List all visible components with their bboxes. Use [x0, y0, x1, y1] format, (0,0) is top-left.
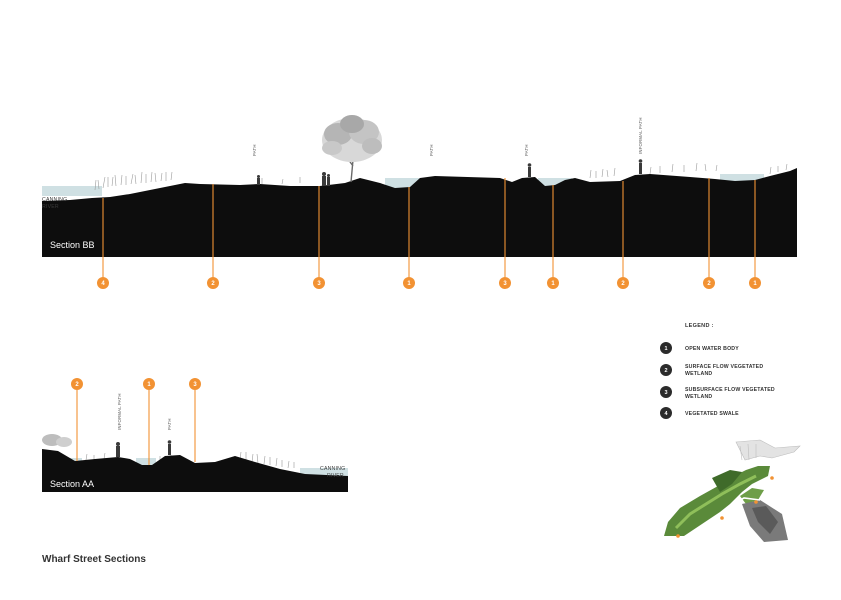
legend-badge-number: 2	[664, 368, 667, 374]
water-body	[538, 178, 572, 188]
legend-item-label: WETLAND	[685, 394, 712, 400]
marker-circle	[71, 378, 83, 390]
river-label-line2: RIVER	[42, 204, 59, 210]
site-key-plan-icon	[664, 439, 801, 542]
river-water	[300, 468, 348, 476]
marker-circle	[547, 277, 559, 289]
marker-number: 1	[147, 382, 151, 388]
legend-badge	[660, 342, 672, 354]
legend: LEGEND : 1 OPEN WATER BODY 2 SURFACE FLO…	[660, 323, 775, 419]
marker-circle	[403, 277, 415, 289]
legend-item-1: 1 OPEN WATER BODY	[660, 342, 739, 354]
shrub-illustration	[42, 434, 72, 447]
path-label: PATH	[252, 144, 257, 156]
ground-profile-aa	[42, 449, 348, 492]
people-figures	[116, 440, 172, 457]
informal-path-label: INFORMAL PATH	[638, 117, 643, 154]
legend-badge-number: 1	[664, 346, 667, 352]
legend-badge-number: 3	[664, 390, 667, 396]
river-label-line1: CANNING	[42, 197, 67, 203]
marker-circle	[207, 277, 219, 289]
marker-number: 2	[211, 281, 215, 287]
legend-item-label: SURFACE FLOW VEGETATED	[685, 364, 763, 370]
marker-circle	[703, 277, 715, 289]
ground-profile-bb	[42, 168, 797, 257]
legend-badge	[660, 407, 672, 419]
marker-circle	[617, 277, 629, 289]
legend-item-3: 3 SUBSURFACE FLOW VEGETATED WETLAND	[660, 386, 775, 400]
section-bb-markers: 4 2 3 1 3 1 2 2 1	[97, 178, 761, 289]
legend-badge	[660, 386, 672, 398]
path-label: PATH	[429, 144, 434, 156]
marker-number: 4	[101, 281, 105, 287]
river-label-line2: RIVER	[327, 473, 344, 479]
marker-number: 3	[193, 382, 197, 388]
marker-number: 1	[753, 281, 757, 287]
marker-circle	[143, 378, 155, 390]
marker-number: 1	[551, 281, 555, 287]
legend-item-2: 2 SURFACE FLOW VEGETATED WETLAND	[660, 364, 763, 377]
marker-circle	[499, 277, 511, 289]
people-figures	[257, 159, 643, 186]
legend-badge	[660, 364, 672, 376]
marker-number: 3	[317, 281, 321, 287]
tree-illustration	[322, 115, 382, 183]
legend-badge-number: 4	[664, 411, 668, 417]
marker-circle	[189, 378, 201, 390]
marker-number: 2	[707, 281, 711, 287]
river-label-line1: CANNING	[320, 466, 345, 472]
marker-circle	[313, 277, 325, 289]
marker-number: 1	[407, 281, 411, 287]
path-label: PATH	[167, 418, 172, 430]
informal-path-label: INFORMAL PATH	[117, 393, 122, 430]
legend-item-4: 4 VEGETATED SWALE	[660, 407, 739, 419]
marker-circle	[97, 277, 109, 289]
legend-item-label: OPEN WATER BODY	[685, 346, 739, 352]
river-water	[42, 186, 102, 196]
water-body	[136, 458, 156, 466]
marker-number: 3	[503, 281, 507, 287]
legend-title: LEGEND :	[685, 323, 714, 329]
legend-item-label: SUBSURFACE FLOW VEGETATED	[685, 387, 775, 393]
grass-texture	[94, 162, 788, 191]
path-label: PATH	[524, 144, 529, 156]
marker-circle	[749, 277, 761, 289]
legend-item-label: VEGETATED SWALE	[685, 411, 739, 417]
section-bb: CANNING RIVER PATH PATH PATH INFORMAL PA…	[42, 115, 797, 289]
section-aa-title: Section AA	[50, 479, 94, 489]
section-bb-title: Section BB	[50, 240, 95, 250]
section-aa: INFORMAL PATH PATH CANNING RIVER Section…	[42, 378, 348, 492]
water-body	[385, 178, 421, 188]
water-body	[720, 174, 764, 184]
section-aa-markers: 2 1 3	[71, 378, 201, 465]
marker-number: 2	[621, 281, 625, 287]
page-title: Wharf Street Sections	[42, 554, 146, 565]
legend-item-label: WETLAND	[685, 371, 712, 377]
marker-number: 2	[75, 382, 79, 388]
grass-texture	[85, 451, 295, 469]
